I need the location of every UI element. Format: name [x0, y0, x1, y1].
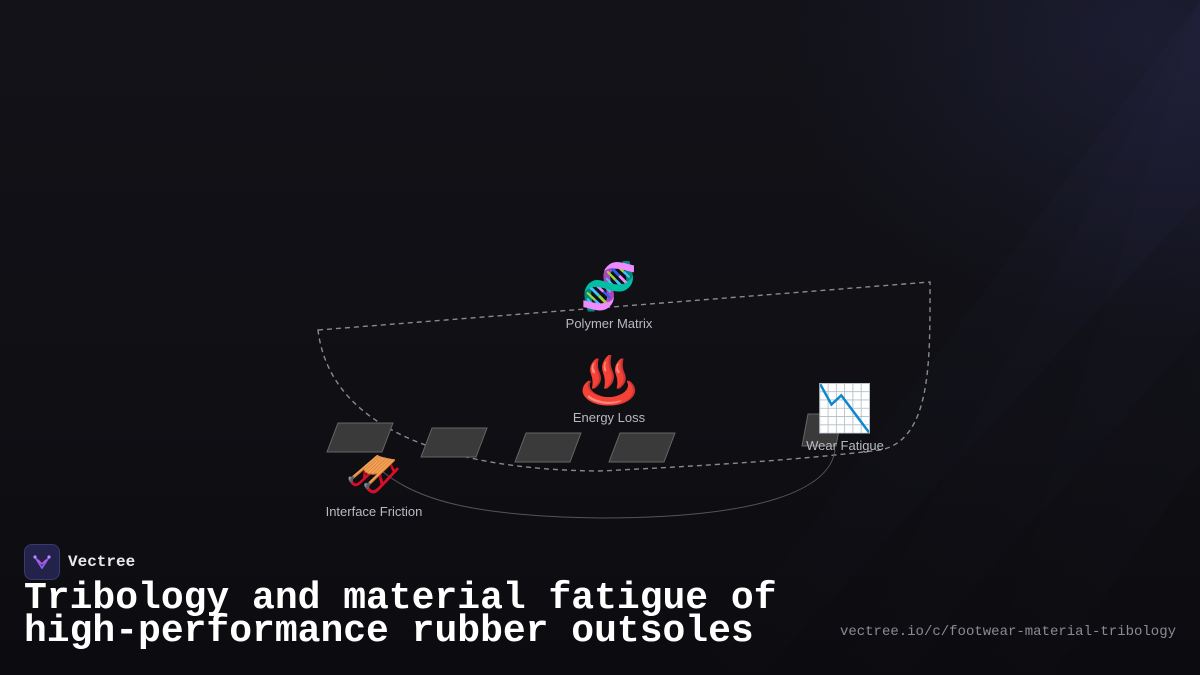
tread-block	[326, 422, 394, 453]
node-label: Wear Fatigue	[806, 438, 884, 453]
node-label: Energy Loss	[572, 410, 646, 425]
page-title: Tribology and material fatigue of high-p…	[24, 580, 784, 651]
dna-icon: 🧬	[580, 260, 638, 312]
brand: Vectree	[24, 544, 135, 580]
tread-block	[801, 413, 843, 447]
tread-block	[608, 432, 676, 463]
title-line-2: high-performance rubber outsoles	[24, 610, 754, 653]
node-interface-friction: 🛷 Interface Friction	[294, 448, 454, 519]
sled-icon: 🛷	[345, 448, 403, 500]
node-energy-loss: ♨️ Energy Loss	[529, 354, 689, 425]
connector-curve	[371, 449, 836, 519]
hot-springs-icon: ♨️	[580, 354, 638, 406]
vectree-logo-icon	[24, 544, 60, 580]
node-polymer-matrix: 🧬 Polymer Matrix	[529, 260, 689, 331]
tread-blocks	[326, 413, 843, 463]
brand-name: Vectree	[68, 553, 136, 571]
title-line-1: Tribology and material fatigue of	[24, 577, 777, 620]
node-label: Interface Friction	[325, 504, 423, 519]
node-label: Polymer Matrix	[565, 316, 653, 331]
node-wear-fatigue: 📉 Wear Fatigue	[765, 382, 925, 453]
tread-block	[514, 432, 582, 463]
course-url: vectree.io/c/footwear-material-tribology	[839, 624, 1176, 640]
chart-decreasing-icon: 📉	[816, 382, 874, 434]
tread-block	[420, 427, 488, 458]
